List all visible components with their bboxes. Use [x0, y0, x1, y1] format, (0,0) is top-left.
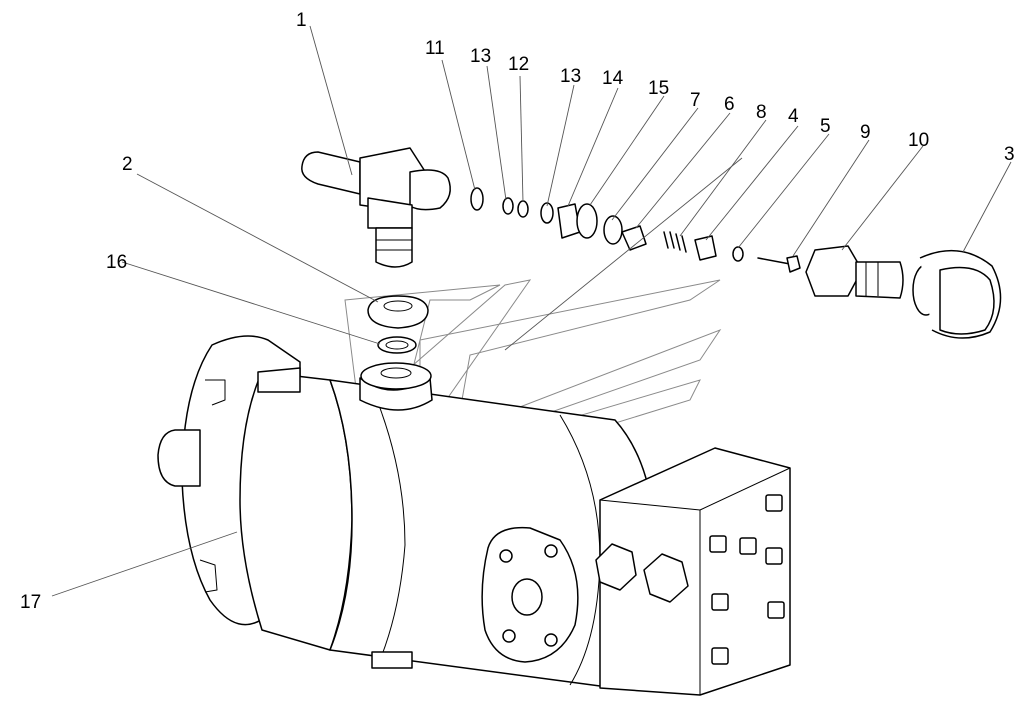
callout-11: 11	[425, 38, 445, 59]
callout-16: 16	[106, 252, 127, 273]
callout-12: 12	[508, 54, 529, 75]
callout-6: 6	[724, 94, 735, 115]
callout-1: 1	[296, 10, 307, 31]
callout-10: 10	[908, 130, 929, 151]
washers	[360, 295, 432, 390]
callout-4: 4	[788, 106, 799, 127]
callout-13-second: 13	[560, 66, 581, 87]
callout-5: 5	[820, 116, 831, 137]
pump-housing	[157, 335, 791, 696]
callout-14: 14	[602, 68, 624, 89]
callout-15: 15	[648, 78, 669, 99]
banjo-fitting	[301, 147, 451, 268]
callout-17: 17	[20, 592, 41, 613]
callout-13-first: 13	[470, 46, 491, 67]
leader-lines	[51, 25, 1012, 597]
callout-labels: 1 2 3 4 5 6 7 8 9 10 11 12 13 13 14 15 1…	[20, 10, 1015, 613]
callout-3: 3	[1004, 144, 1015, 165]
callout-7: 7	[690, 90, 701, 111]
callout-2: 2	[122, 154, 133, 175]
callout-8: 8	[756, 102, 767, 123]
valve-components	[470, 187, 1002, 339]
callout-9: 9	[860, 122, 871, 143]
